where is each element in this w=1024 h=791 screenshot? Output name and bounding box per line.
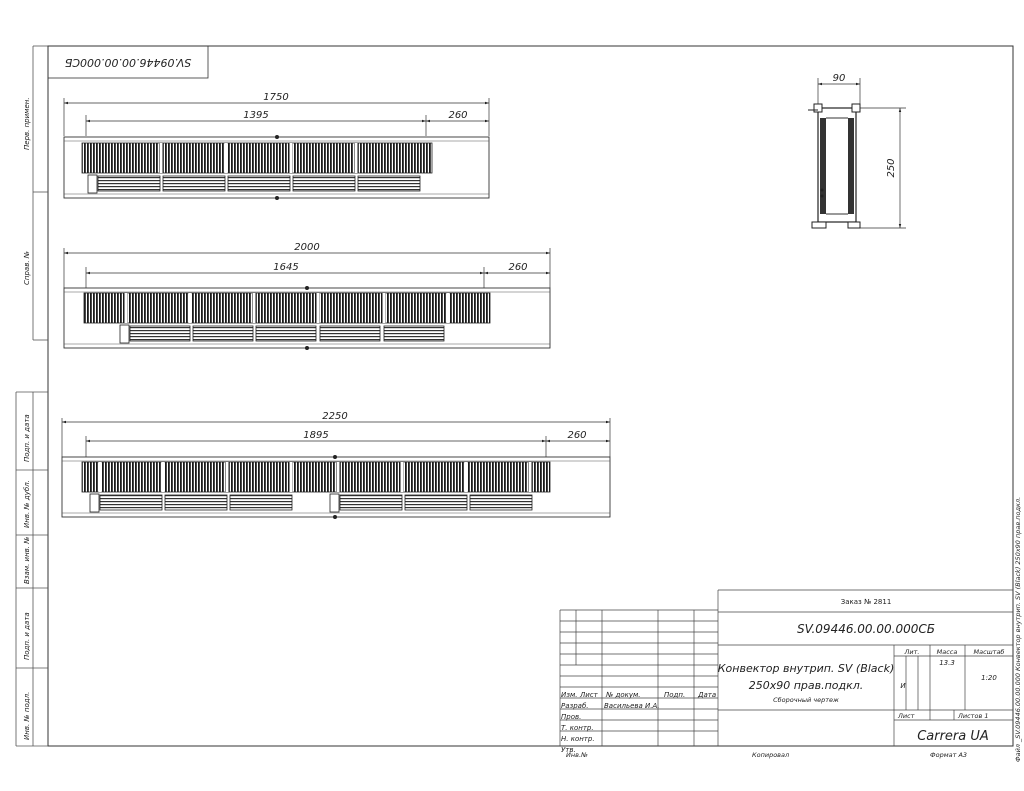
dim-side-height: 250 — [886, 158, 897, 177]
tkontr-label: Т. контр. — [561, 724, 594, 732]
corner-code-text: SV.09446.00.00.000CБ — [65, 56, 191, 69]
massa-label: Масса — [937, 648, 958, 656]
col-sign: Подп. — [664, 691, 685, 699]
margin-label-inv-dubl: Инв. № дубл. — [23, 480, 31, 528]
convector-2000: 2000 1645 260 — [63, 242, 551, 350]
margin-label-podp2: Подп. и дата — [23, 612, 31, 660]
product-name-1: Конвектор внутрип. SV (Black) — [718, 662, 895, 675]
corner-code-box — [47, 45, 209, 79]
list-label: Лист — [897, 712, 915, 720]
margin-label-perv: Перв. примен. — [23, 97, 31, 150]
razrab-name: Васильева И.А. — [604, 702, 660, 710]
product-name-2: 250х90 прав.подкл. — [749, 679, 864, 692]
designation: SV.09446.00.00.000СБ — [797, 622, 935, 636]
margin-label-inv-podl: Инв. № подл. — [23, 692, 31, 740]
col-izm: Изм. — [561, 691, 577, 699]
invent-label: Инв.№ — [566, 751, 588, 759]
file-note: Файл _SV.09446.00.00.000 Конвектор внутр… — [1014, 497, 1022, 762]
dim-offset-2: 260 — [508, 262, 527, 273]
dim-offset-3: 260 — [567, 430, 586, 441]
convector-2250: 2250 1895 260 — [61, 411, 611, 519]
sheet-frame — [47, 45, 1014, 747]
utv-label: Утв. — [561, 746, 576, 754]
dim-total-1: 1750 — [263, 92, 288, 103]
lit-label: Лит. — [904, 648, 920, 656]
margin-label-vzam: Взам. инв. № — [23, 536, 31, 584]
company-name: Carrera UA — [917, 729, 989, 744]
razrab-label: Разраб. — [561, 702, 589, 710]
col-date: Дата — [697, 691, 716, 699]
masshtab-value: 1:20 — [981, 674, 997, 682]
order-number: Заказ № 2811 — [841, 598, 892, 606]
dim-total-2: 2000 — [294, 242, 319, 253]
nkontr-label: Н. контр. — [561, 735, 595, 743]
title-block — [559, 589, 1013, 746]
left-margin-strip — [15, 45, 48, 747]
dim-total-3: 2250 — [322, 411, 347, 422]
convector-1750: 1750 1395 260 — [63, 92, 490, 200]
massa-value: 13.3 — [939, 659, 955, 667]
side-section-view: 90 250 — [808, 73, 906, 229]
dim-offset-1: 260 — [448, 110, 467, 121]
margin-label-podp1: Подп. и дата — [23, 414, 31, 462]
col-list: Лист — [579, 691, 599, 699]
masshtab-label: Масштаб — [974, 648, 1005, 656]
doc-type: Сборочный чертеж — [773, 696, 839, 704]
lit-value: И — [900, 682, 906, 690]
dim-side-width: 90 — [833, 73, 846, 84]
dim-inner-2: 1645 — [273, 262, 298, 273]
col-doc: № докум. — [605, 691, 641, 699]
format-label: Формат А3 — [930, 751, 967, 759]
dim-inner-1: 1395 — [243, 110, 268, 121]
prov-label: Пров. — [561, 713, 581, 721]
dim-inner-3: 1895 — [303, 430, 328, 441]
listov-label: Листов 1 — [957, 712, 988, 720]
kopiroval-label: Копировал — [752, 751, 789, 759]
margin-label-sprav: Справ. № — [23, 251, 31, 285]
